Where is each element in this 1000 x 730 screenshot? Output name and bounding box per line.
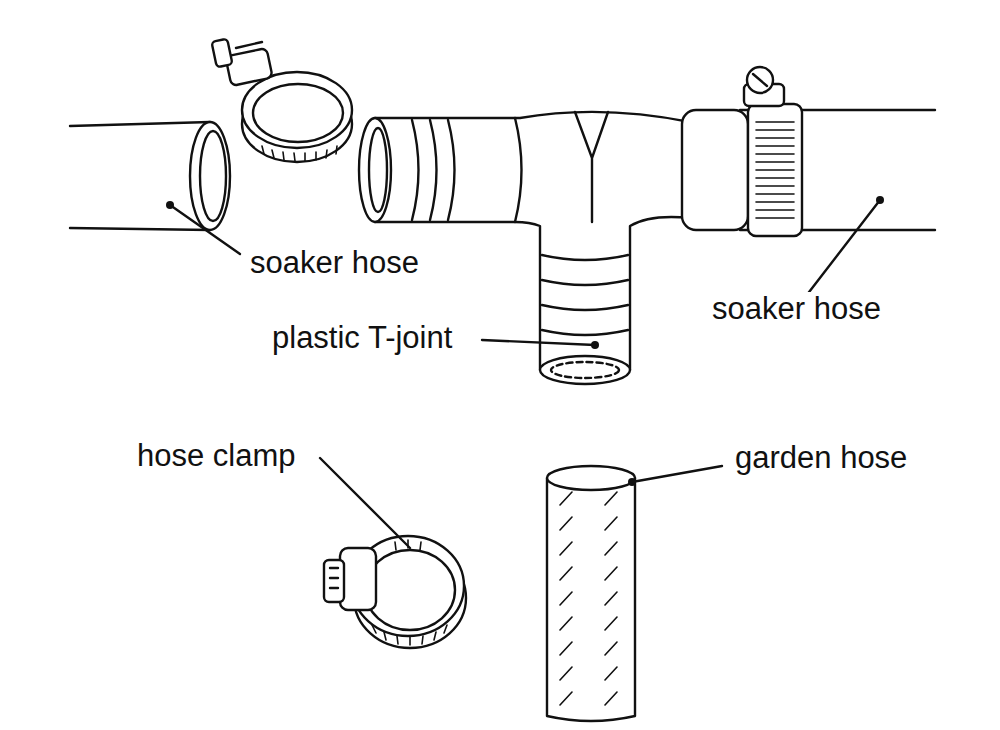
clamp-screw: [324, 560, 344, 602]
clamp-housing: [225, 48, 272, 86]
clamp-band: [748, 104, 802, 236]
leader-line: [632, 466, 722, 482]
hose-edge: [70, 122, 210, 126]
garden-hose-texture: [560, 492, 617, 705]
clamp-inner: [365, 550, 455, 630]
part-label: plastic T-joint: [270, 321, 454, 355]
part-label: soaker hose: [710, 292, 883, 326]
clamp-inner: [253, 84, 343, 142]
leader-line: [320, 458, 410, 548]
clamp-band: [242, 72, 352, 148]
garden-hose-body: [547, 478, 635, 721]
t-joint-seam: [515, 118, 522, 222]
part-label: soaker hose: [248, 246, 421, 280]
clamp-slots: [756, 122, 794, 218]
hose-bore: [200, 131, 226, 221]
t-joint-bore: [551, 362, 619, 378]
clamp-screw: [747, 67, 773, 93]
t-joint-bore: [369, 128, 387, 212]
clamp-screw-slot: [753, 74, 767, 86]
leader-line: [806, 200, 880, 296]
part-label: hose clamp: [135, 439, 298, 473]
hose-collar: [682, 110, 748, 230]
t-joint-ridge: [575, 112, 608, 222]
t-joint-barbs: [412, 120, 455, 220]
leader-line: [170, 205, 240, 254]
hose-edge: [70, 228, 210, 230]
t-joint-opening: [359, 118, 391, 222]
clamp-screw-thread: [236, 42, 262, 48]
clamp-screw-thread: [330, 568, 338, 588]
clamp-slots: [262, 146, 337, 161]
part-label: garden hose: [733, 441, 909, 475]
hose-end: [190, 122, 230, 230]
leader-line: [482, 340, 595, 345]
t-joint-barbs: [542, 255, 628, 335]
t-joint-opening: [540, 356, 630, 384]
clamp-slots: [372, 540, 447, 645]
garden-hose-end: [547, 466, 635, 490]
clamp-housing: [340, 548, 376, 610]
clamp-screw: [211, 39, 232, 68]
